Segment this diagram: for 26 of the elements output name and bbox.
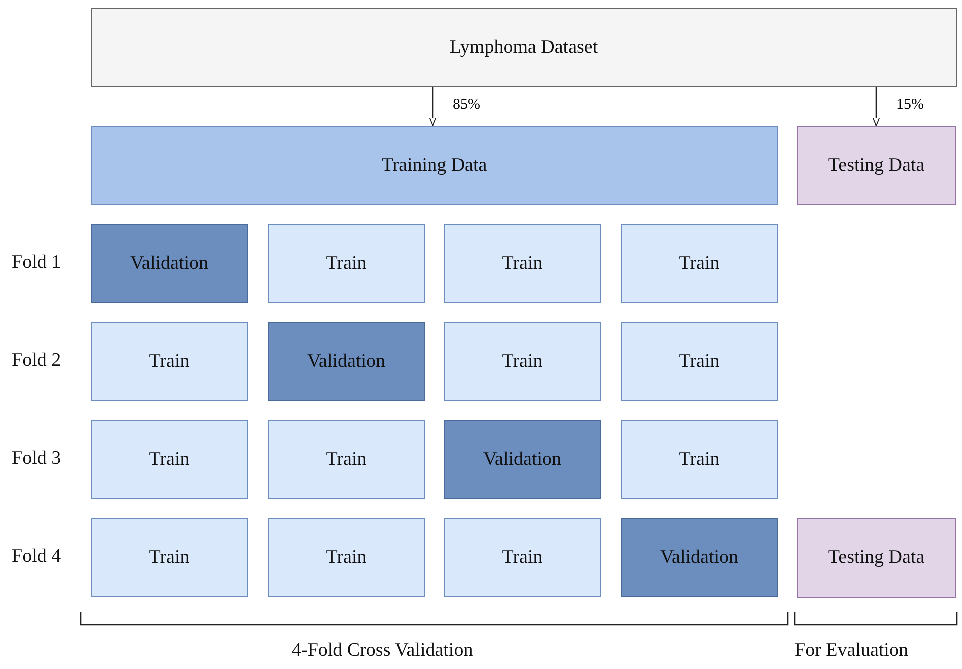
train-fold-box: Train — [91, 420, 248, 499]
train-fold-box: Train — [444, 518, 601, 597]
train-fold-box: Train — [621, 322, 778, 401]
validation-fold-box: Validation — [91, 224, 248, 303]
fold-label: Fold 3 — [12, 448, 62, 470]
train-fold-box: Train — [91, 322, 248, 401]
fold-label: Fold 1 — [12, 252, 62, 274]
train-fold-box: Train — [268, 224, 425, 303]
data-box: Training Data — [91, 126, 778, 205]
validation-fold-box: Validation — [621, 518, 778, 597]
data-box: Lymphoma Dataset — [91, 8, 957, 87]
validation-fold-box: Validation — [268, 322, 425, 401]
train-fold-box: Train — [268, 518, 425, 597]
train-fold-box: Train — [268, 420, 425, 499]
train-fold-box: Train — [621, 224, 778, 303]
validation-fold-box: Validation — [444, 420, 601, 499]
fold-label: Fold 4 — [12, 546, 62, 568]
data-box: Testing Data — [797, 126, 956, 205]
data-box: Testing Data — [797, 518, 956, 598]
bracket-caption: For Evaluation — [795, 640, 908, 662]
bracket-caption: 4-Fold Cross Validation — [292, 640, 474, 662]
train-fold-box: Train — [91, 518, 248, 597]
train-fold-box: Train — [621, 420, 778, 499]
train-fold-box: Train — [444, 322, 601, 401]
train-fold-box: Train — [444, 224, 601, 303]
fold-label: Fold 2 — [12, 350, 62, 372]
